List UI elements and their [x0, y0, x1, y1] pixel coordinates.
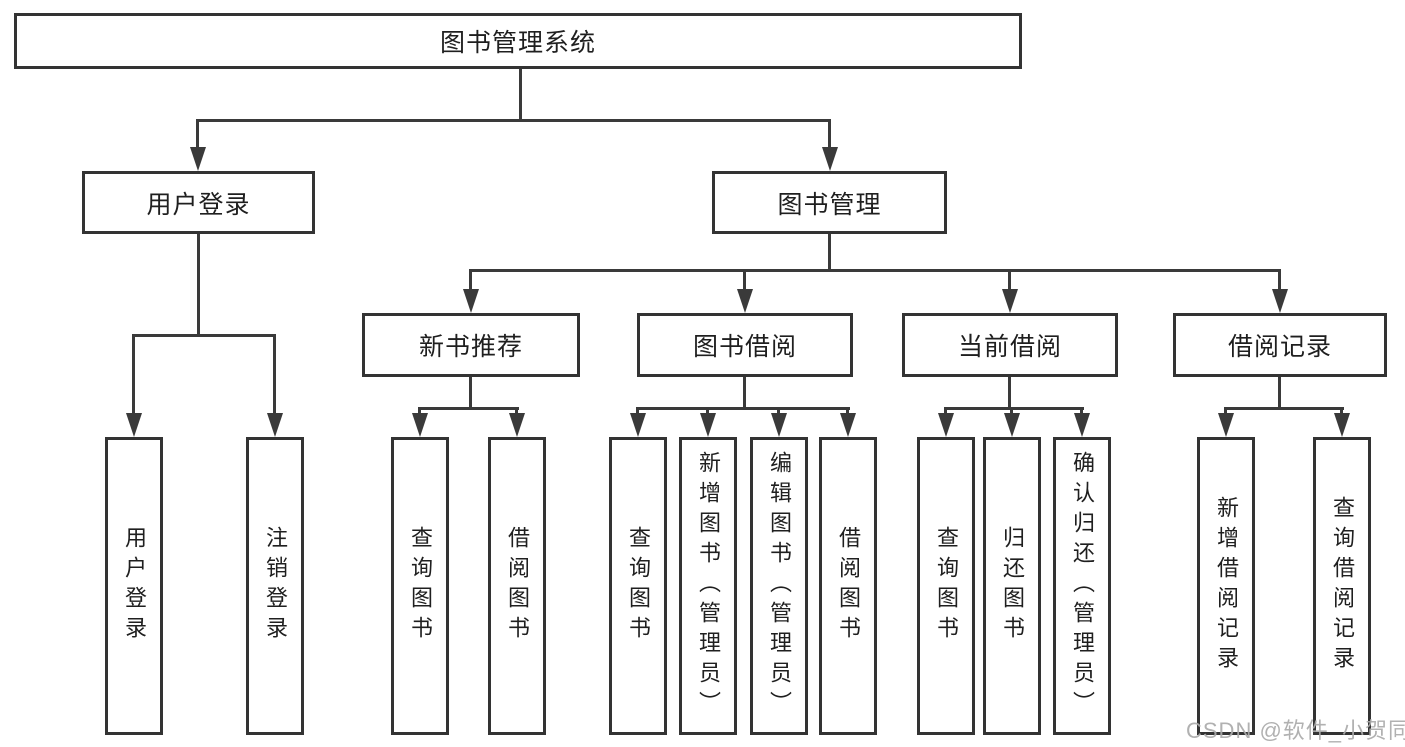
connector-current-borrow-horizontal [944, 407, 1084, 410]
leaf-confirm-return-admin-label: 确认归还（管理员） [1070, 451, 1095, 721]
leaf-query-book-borrow-label: 查询图书 [626, 526, 651, 646]
arrow-down [737, 289, 753, 313]
leaf-logout-label: 注销登录 [263, 526, 288, 646]
connector-drop [418, 407, 421, 417]
connector-drop [846, 407, 849, 417]
node-book-management: 图书管理 [712, 171, 947, 234]
leaf-add-book-admin: 新增图书（管理员） [679, 437, 737, 735]
arrow-down [630, 413, 646, 437]
leaf-user-login: 用户登录 [105, 437, 163, 735]
arrow-down [1272, 289, 1288, 313]
node-root: 图书管理系统 [14, 13, 1022, 69]
connector-drop [515, 407, 518, 417]
connector-drop-borrow-records [1278, 269, 1281, 292]
node-new-book-recommend: 新书推荐 [362, 313, 580, 377]
connector-drop-new-book [469, 269, 472, 292]
node-borrow-records: 借阅记录 [1173, 313, 1387, 377]
leaf-borrow-book: 借阅图书 [819, 437, 877, 735]
connector-drop [1010, 407, 1013, 417]
connector-drop [1080, 407, 1083, 417]
connector-drop-leaf-logout [273, 334, 276, 416]
connector-root-horizontal [197, 119, 831, 122]
connector-drop-user-login [196, 119, 199, 149]
leaf-user-login-label: 用户登录 [122, 526, 147, 646]
connector-user-login-stub [197, 233, 200, 337]
leaf-query-book-current-label: 查询图书 [934, 526, 959, 646]
connector-drop [1340, 407, 1343, 417]
node-current-borrow-label: 当前借阅 [957, 333, 1062, 361]
connector-root-stub [519, 68, 522, 122]
leaf-borrow-book-recommend: 借阅图书 [488, 437, 546, 735]
leaf-query-book-recommend: 查询图书 [391, 437, 449, 735]
connector-user-login-horizontal [132, 334, 276, 337]
node-user-login: 用户登录 [82, 171, 315, 234]
arrow-down [412, 413, 428, 437]
leaf-borrow-book-label: 借阅图书 [836, 526, 861, 646]
node-root-label: 图书管理系统 [439, 29, 596, 57]
connector-drop [777, 407, 780, 417]
arrow-down [840, 413, 856, 437]
leaf-edit-book-admin: 编辑图书（管理员） [750, 437, 808, 735]
arrow-down [267, 413, 283, 437]
connector-drop [1224, 407, 1227, 417]
connector-drop [706, 407, 709, 417]
arrow-down [1218, 413, 1234, 437]
arrow-down [190, 147, 206, 171]
leaf-return-book-label: 归还图书 [1000, 526, 1025, 646]
leaf-add-borrow-record: 新增借阅记录 [1197, 437, 1255, 735]
leaf-query-book-borrow: 查询图书 [609, 437, 667, 735]
connector-book-management-horizontal [469, 269, 1281, 272]
connector-book-borrow-stub [743, 376, 746, 410]
connector-drop-book-borrow [743, 269, 746, 292]
node-current-borrow: 当前借阅 [902, 313, 1118, 377]
arrow-down [1002, 289, 1018, 313]
arrow-down [771, 413, 787, 437]
leaf-logout: 注销登录 [246, 437, 304, 735]
node-new-book-recommend-label: 新书推荐 [418, 333, 523, 361]
arrow-down [1074, 413, 1090, 437]
node-borrow-records-label: 借阅记录 [1227, 333, 1332, 361]
arrow-down [938, 413, 954, 437]
connector-borrow-records-stub [1278, 376, 1281, 410]
connector-book-borrow-horizontal [636, 407, 850, 410]
leaf-query-borrow-record: 查询借阅记录 [1313, 437, 1371, 735]
connector-drop-leaf-user-login [132, 334, 135, 416]
connector-drop [636, 407, 639, 417]
node-user-login-label: 用户登录 [146, 190, 251, 219]
connector-new-book-stub [469, 376, 472, 410]
leaf-borrow-book-recommend-label: 借阅图书 [505, 526, 530, 646]
node-book-borrow: 图书借阅 [637, 313, 853, 377]
arrow-down [1004, 413, 1020, 437]
leaf-query-book-recommend-label: 查询图书 [408, 526, 433, 646]
leaf-edit-book-admin-label: 编辑图书（管理员） [767, 451, 792, 721]
arrow-down [126, 413, 142, 437]
arrow-down [822, 147, 838, 171]
csdn-watermark: CSDN @软件_小贺同学 [1186, 718, 1405, 743]
arrow-down [509, 413, 525, 437]
leaf-add-book-admin-label: 新增图书（管理员） [696, 451, 721, 721]
connector-drop-book-management [828, 119, 831, 149]
connector-drop-current-borrow [1008, 269, 1011, 292]
connector-current-borrow-stub [1008, 376, 1011, 410]
connector-book-management-stub [828, 233, 831, 272]
leaf-add-borrow-record-label: 新增借阅记录 [1214, 496, 1239, 676]
connector-borrow-records-horizontal [1224, 407, 1344, 410]
arrow-down [463, 289, 479, 313]
leaf-return-book: 归还图书 [983, 437, 1041, 735]
node-book-borrow-label: 图书借阅 [692, 333, 797, 361]
arrow-down [1334, 413, 1350, 437]
connector-new-book-horizontal [418, 407, 519, 410]
leaf-confirm-return-admin: 确认归还（管理员） [1053, 437, 1111, 735]
arrow-down [700, 413, 716, 437]
leaf-query-book-current: 查询图书 [917, 437, 975, 735]
node-book-management-label: 图书管理 [777, 190, 882, 219]
connector-drop [944, 407, 947, 417]
leaf-query-borrow-record-label: 查询借阅记录 [1330, 496, 1355, 676]
